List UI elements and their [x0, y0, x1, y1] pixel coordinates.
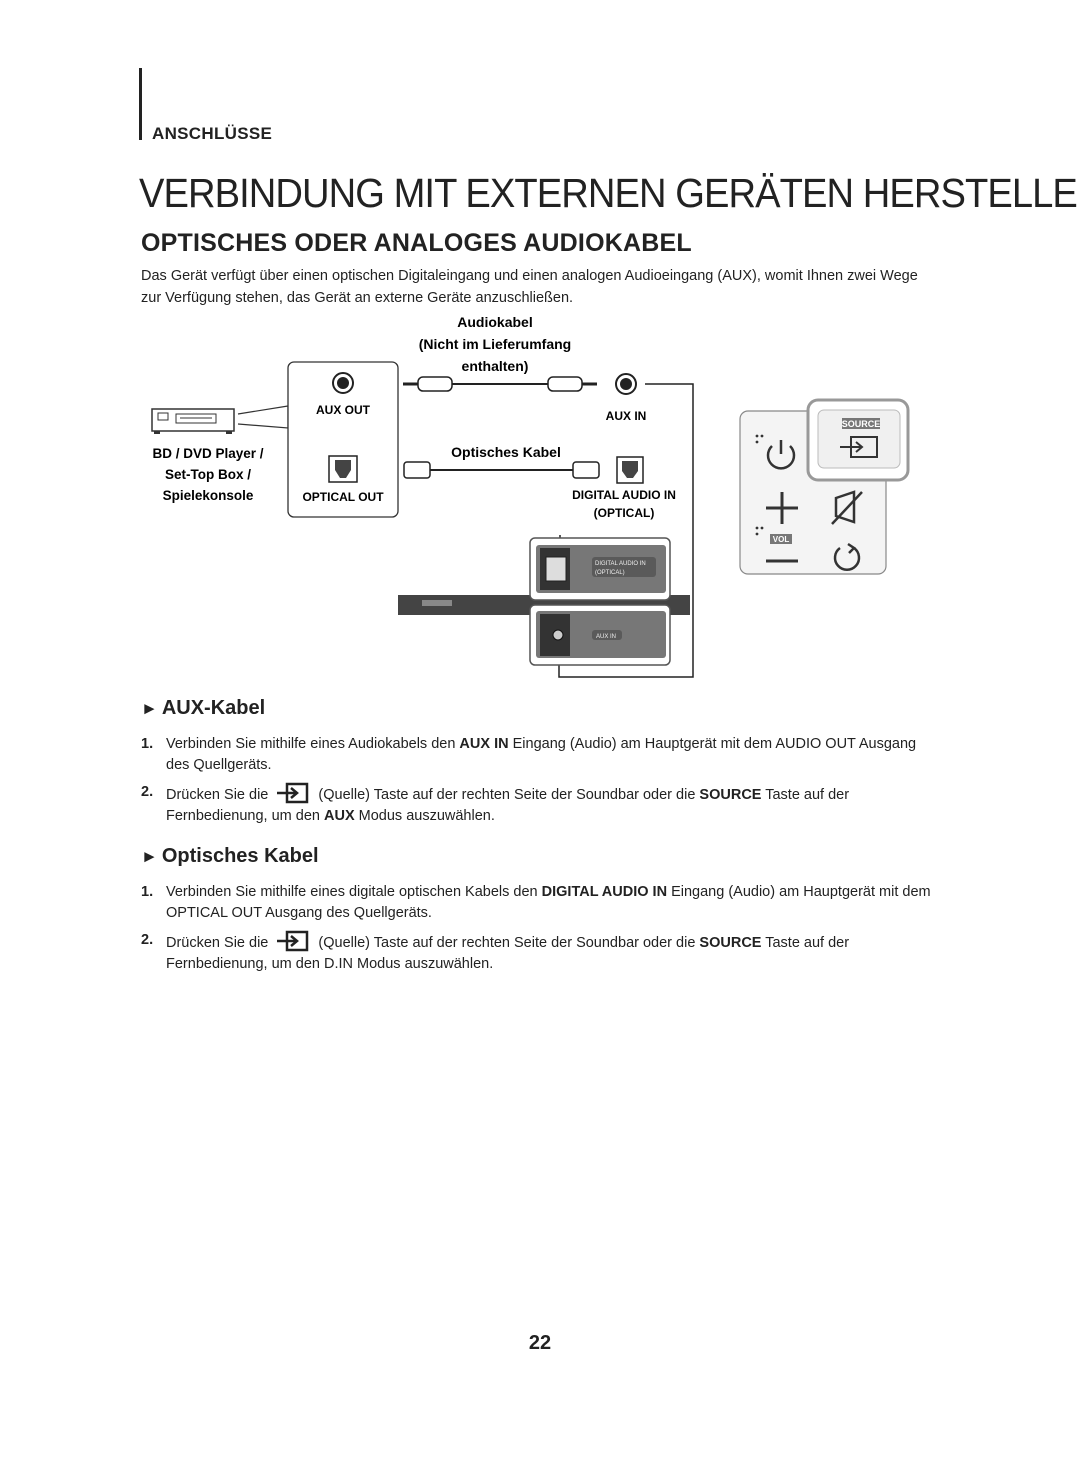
source-input-icon	[277, 782, 309, 804]
aux-jack-icon	[332, 372, 354, 394]
aux-out-label: AUX OUT	[316, 403, 371, 417]
remote-vol-label: VOL	[773, 535, 790, 544]
mute-icon	[831, 490, 863, 525]
audio-cable-label-1: Audiokabel	[457, 314, 532, 330]
panel-optical-detail: DIGITAL AUDIO IN (OPTICAL)	[529, 537, 671, 601]
connection-diagram: Audiokabel (Nicht im Lieferumfang enthal…	[151, 314, 910, 678]
page-number: 22	[528, 1332, 552, 1354]
source-label-2: Set-Top Box /	[165, 467, 251, 482]
aux-in-label: AUX IN	[606, 409, 647, 423]
aux-in-jack-icon	[615, 373, 637, 395]
list-item: 1.Verbinden Sie mithilfe eines digitale …	[141, 884, 931, 921]
source-device-icon	[151, 408, 235, 434]
list-item: 2.Drücken Sie die (Quelle) Taste auf der…	[141, 782, 850, 824]
panel-aux-in: AUX IN	[596, 634, 616, 640]
side-button-panel: SOURCE VOL	[739, 398, 910, 575]
panel-optical: (OPTICAL)	[595, 570, 625, 576]
repeat-icon	[833, 542, 861, 571]
intro-paragraph: Das Gerät verfügt über einen optischen D…	[141, 268, 918, 306]
section-label: ANSCHLÜSSE	[152, 124, 273, 143]
side-rule	[139, 68, 142, 140]
aux-steps: 1.Verbinden Sie mithilfe eines Audiokabe…	[141, 734, 931, 833]
optical-port-icon	[328, 455, 358, 483]
panel-aux-detail: AUX IN	[529, 604, 671, 666]
audio-cable-label-2: (Nicht im Lieferumfang	[419, 336, 571, 352]
panel-digital-audio-in: DIGITAL AUDIO IN	[595, 561, 646, 567]
list-item: 2.Drücken Sie die (Quelle) Taste auf der…	[141, 930, 850, 972]
power-icon	[766, 440, 796, 470]
optical-out-label: OPTICAL OUT	[302, 490, 384, 504]
digital-audio-in-label: DIGITAL AUDIO IN	[572, 488, 676, 502]
optical-section-heading: ►Optisches Kabel	[141, 845, 319, 867]
source-label-1: BD / DVD Player /	[152, 446, 263, 461]
audio-cable-label-3: enthalten)	[462, 358, 529, 374]
optical-label: (OPTICAL)	[594, 506, 655, 520]
source-input-icon	[277, 930, 309, 952]
plus-icon	[766, 492, 798, 524]
optical-cable-label: Optisches Kabel	[451, 444, 561, 460]
triangle-bullet-icon: ►	[141, 699, 158, 718]
list-item: 1.Verbinden Sie mithilfe eines Audiokabe…	[141, 736, 917, 773]
audio-cable	[403, 376, 597, 392]
aux-section-heading: ►AUX-Kabel	[141, 697, 266, 719]
optical-cable	[403, 461, 600, 479]
remote-source-label: SOURCE	[842, 419, 881, 429]
source-label-3: Spielekonsole	[163, 488, 254, 503]
triangle-bullet-icon: ►	[141, 847, 158, 866]
optical-steps: 1.Verbinden Sie mithilfe eines digitale …	[141, 882, 931, 981]
page-title: VERBINDUNG MIT EXTERNEN GERÄTEN HERSTELL…	[139, 170, 1080, 216]
section-subtitle: OPTISCHES ODER ANALOGES AUDIOKABEL	[141, 229, 692, 257]
source-input-icon	[840, 436, 878, 458]
optical-in-port-icon	[616, 456, 644, 484]
